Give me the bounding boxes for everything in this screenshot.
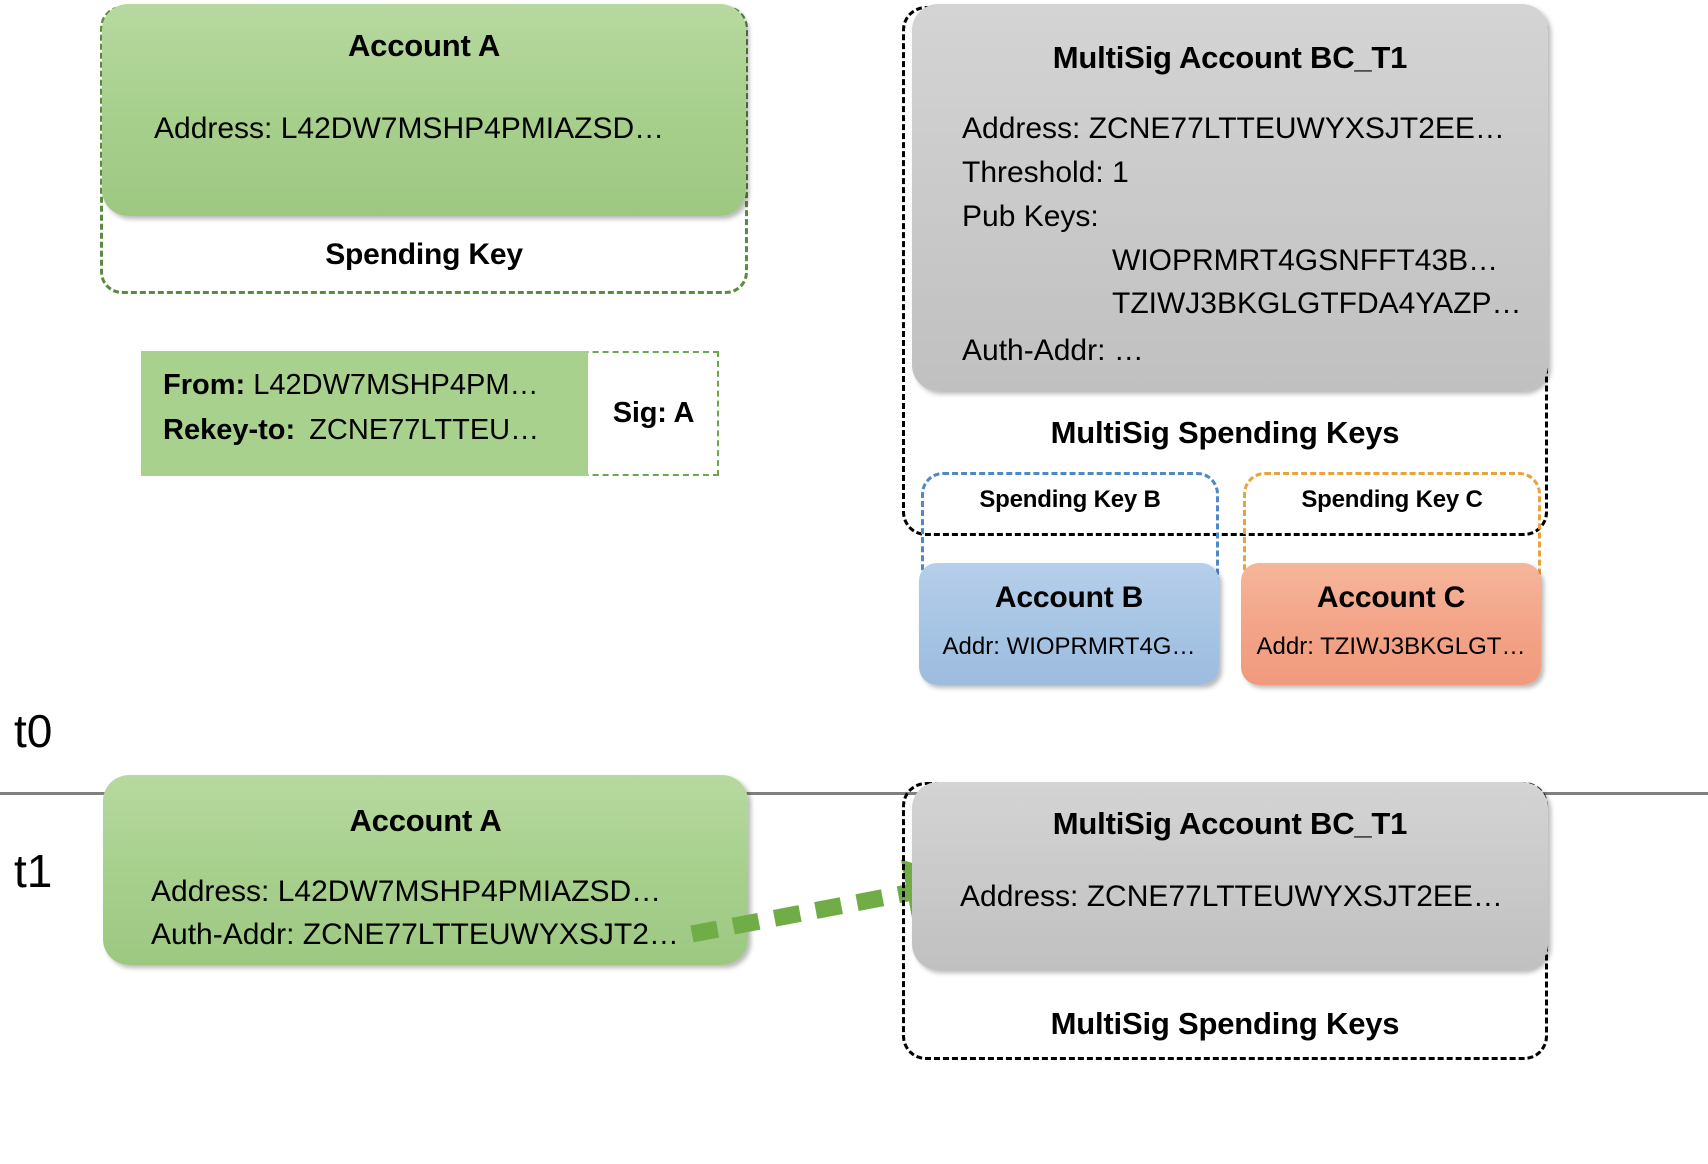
time-label-t0: t0 (14, 705, 53, 757)
account-a-address-t1: Address: L42DW7MSHP4PMIAZSD… (151, 875, 662, 908)
multisig-auth-addr-t0: Auth-Addr: … (962, 334, 1144, 367)
multisig-account-card-t0: MultiSig Account BC_T1 Address: ZCNE77LT… (912, 4, 1548, 391)
transaction-from-label: From: (163, 369, 246, 401)
account-b-address: Addr: WIOPRMRT4G… (942, 633, 1196, 660)
multisig-spending-keys-label-t1: MultiSig Spending Keys (1050, 1006, 1400, 1041)
multisig-address-t0: Address: ZCNE77LTTEUWYXSJT2EE… (962, 112, 1505, 145)
transaction-from-row: From: L42DW7MSHP4PM… (163, 369, 538, 402)
time-label-t1: t1 (14, 845, 53, 897)
account-a-address-t0: Address: L42DW7MSHP4PMIAZSD… (154, 112, 665, 145)
multisig-spending-keys-label-t0: MultiSig Spending Keys (1050, 415, 1400, 450)
timeline-divider (0, 792, 1708, 795)
multisig-threshold-t0: Threshold: 1 (962, 156, 1129, 189)
account-b-title: Account B (994, 581, 1144, 614)
transaction-body: From: L42DW7MSHP4PM… Rekey-to: ZCNE77LTT… (141, 351, 588, 476)
multisig-title-t1: MultiSig Account BC_T1 (1052, 806, 1408, 841)
multisig-pubkeys-label-t0: Pub Keys: (962, 200, 1099, 233)
multisig-title-t0: MultiSig Account BC_T1 (1052, 40, 1408, 75)
transaction-rekey-label: Rekey-to: (163, 414, 296, 446)
account-a-auth-addr-t1: Auth-Addr: ZCNE77LTTEUWYXSJT2… (151, 918, 679, 951)
transaction-rekey-value: ZCNE77LTTEU… (309, 414, 540, 446)
account-c-card: Account C Addr: TZIWJ3BKGLGT… (1241, 563, 1541, 685)
multisig-address-t1: Address: ZCNE77LTTEUWYXSJT2EE… (960, 880, 1503, 913)
spending-key-c-label: Spending Key C (1301, 486, 1483, 513)
multisig-pubkey-2: TZIWJ3BKGLGTFDA4YAZP… (1112, 287, 1522, 320)
transaction-rekey-row: Rekey-to: ZCNE77LTTEU… (163, 414, 539, 447)
spending-key-b-label: Spending Key B (979, 486, 1161, 513)
multisig-account-card-t1: MultiSig Account BC_T1 Address: ZCNE77LT… (912, 782, 1548, 970)
multisig-pubkey-1: WIOPRMRT4GSNFFT43B… (1112, 244, 1499, 277)
account-a-spending-key-label: Spending Key (325, 238, 523, 271)
account-c-title: Account C (1316, 581, 1466, 614)
account-a-title-t1-text: Account A (349, 803, 502, 838)
transaction-from-value: L42DW7MSHP4PM… (253, 369, 539, 401)
transaction-signature-label: Sig: A (612, 397, 695, 429)
account-c-address: Addr: TZIWJ3BKGLGT… (1256, 633, 1526, 660)
account-b-card: Account B Addr: WIOPRMRT4G… (919, 563, 1219, 685)
account-a-card-t0: Account A Address: L42DW7MSHP4PMIAZSD… (102, 4, 746, 216)
account-a-card-t1-main: Account A Address: L42DW7MSHP4PMIAZSD… A… (103, 775, 748, 965)
account-a-title-t0: Account A (347, 28, 501, 63)
